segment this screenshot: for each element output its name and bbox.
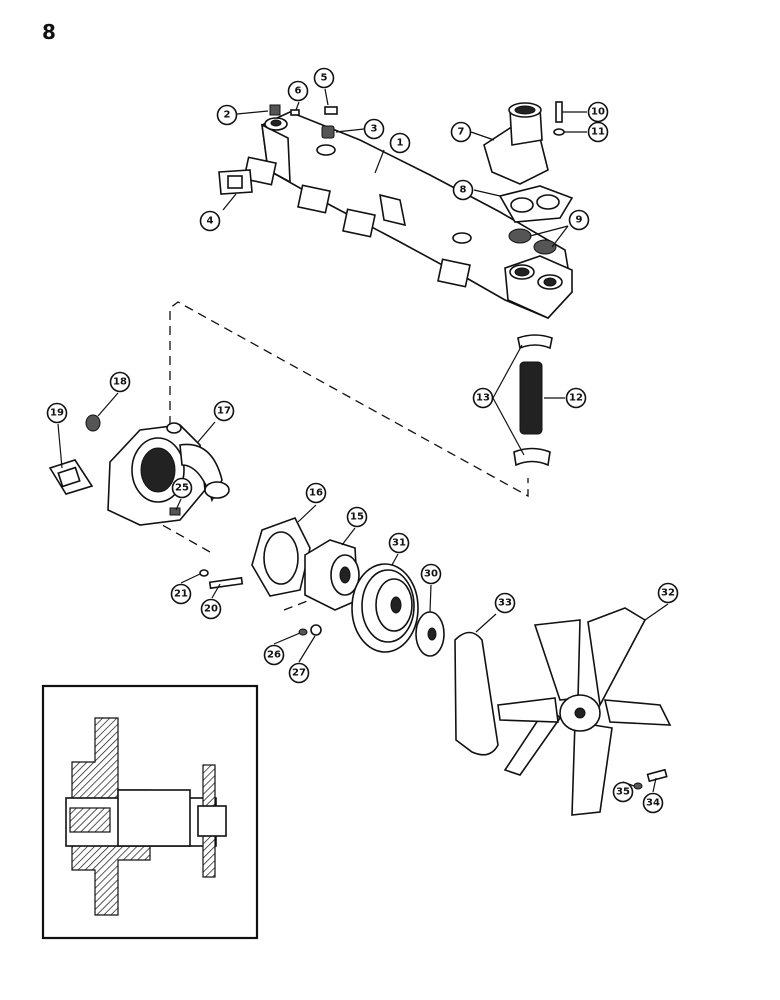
bolt-part-34: [646, 768, 668, 783]
svg-text:17: 17: [217, 406, 231, 417]
hub-part-30: [415, 611, 445, 657]
callout-15: 15: [346, 506, 368, 528]
bolt-part-10: [555, 101, 563, 123]
screw-part-5: [324, 106, 338, 115]
callout-7: 7: [450, 121, 472, 143]
alignment-line-nut: [283, 599, 311, 611]
callout-16: 16: [305, 482, 327, 504]
washer-part-26: [298, 628, 308, 636]
svg-text:1: 1: [397, 138, 404, 149]
svg-text:6: 6: [295, 86, 302, 97]
hose-clamp-part-13-lower: [513, 447, 551, 467]
callout-34: 34: [642, 792, 664, 814]
callout-group: 1 2 3 4 5 6 7 8 9 10 11 12 13 15 16 17 1…: [46, 67, 679, 814]
nut-part-27: [310, 624, 322, 636]
callout-13: 13: [472, 387, 494, 409]
svg-text:32: 32: [661, 588, 675, 599]
callout-35: 35: [612, 781, 634, 803]
svg-text:4: 4: [207, 216, 214, 227]
svg-text:20: 20: [204, 604, 218, 615]
bypass-hose-assembly: [513, 334, 553, 467]
alignment-line-upper: [169, 301, 529, 498]
svg-text:35: 35: [616, 787, 630, 798]
svg-text:27: 27: [292, 668, 306, 679]
water-manifold: [243, 111, 573, 319]
svg-text:34: 34: [646, 798, 660, 809]
callout-30: 30: [420, 563, 442, 585]
washer-part-35: [633, 782, 643, 790]
svg-text:30: 30: [424, 569, 438, 580]
hose-part-12: [519, 361, 543, 435]
washer-part-11: [553, 128, 565, 136]
svg-text:25: 25: [175, 483, 189, 494]
water-pump-housing-part-17: [48, 414, 230, 526]
callout-2: 2: [216, 104, 238, 126]
svg-text:33: 33: [498, 598, 512, 609]
thermostat-part-9b: [533, 239, 557, 255]
belt-part-33: [454, 631, 499, 756]
callout-9: 9: [568, 209, 590, 231]
plug-part-2: [269, 104, 281, 116]
svg-text:18: 18: [113, 377, 127, 388]
svg-text:8: 8: [460, 185, 467, 196]
callout-33: 33: [494, 592, 516, 614]
callout-18: 18: [109, 371, 131, 393]
thermostat-gasket-part-8: [498, 185, 574, 223]
callout-21: 21: [170, 583, 192, 605]
svg-text:19: 19: [50, 408, 64, 419]
svg-text:31: 31: [392, 538, 406, 549]
pulley-part-31: [351, 563, 419, 653]
callout-12: 12: [565, 387, 587, 409]
svg-text:7: 7: [458, 127, 465, 138]
plug-part-18: [85, 414, 101, 432]
svg-text:3: 3: [371, 124, 378, 135]
fan-part-32: [497, 607, 672, 816]
callout-25: 25: [171, 477, 193, 499]
svg-text:5: 5: [321, 73, 328, 84]
svg-text:2: 2: [224, 110, 231, 121]
svg-text:11: 11: [591, 127, 605, 138]
svg-text:15: 15: [350, 512, 364, 523]
washer-part-21: [199, 569, 209, 577]
callout-31: 31: [388, 532, 410, 554]
callout-11: 11: [587, 121, 609, 143]
callout-8: 8: [452, 179, 474, 201]
callout-10: 10: [587, 101, 609, 123]
svg-text:9: 9: [576, 215, 583, 226]
callout-20: 20: [200, 598, 222, 620]
callout-19: 19: [46, 402, 68, 424]
callout-27: 27: [288, 662, 310, 684]
thermostat-housing-assembly: [483, 101, 574, 255]
svg-text:16: 16: [309, 488, 323, 499]
hose-clamp-part-13-upper: [517, 334, 553, 350]
svg-text:13: 13: [476, 393, 490, 404]
pump-cross-section-inset: [41, 684, 259, 940]
callout-5: 5: [313, 67, 335, 89]
callout-17: 17: [213, 400, 235, 422]
stud-part-25: [169, 507, 181, 516]
plug-part-3: [321, 125, 335, 139]
svg-text:21: 21: [174, 589, 188, 600]
alignment-line-pump: [149, 517, 211, 553]
pump-gasket-part-16: [251, 517, 311, 597]
callout-4: 4: [199, 210, 221, 232]
water-pump-part-15: [298, 539, 360, 636]
svg-text:10: 10: [591, 107, 605, 118]
svg-text:26: 26: [267, 650, 281, 661]
manifold-small-parts: [218, 104, 338, 195]
svg-text:12: 12: [569, 393, 583, 404]
washer-part-6: [290, 109, 300, 116]
callout-26: 26: [263, 644, 285, 666]
callout-1: 1: [389, 132, 411, 154]
page-number: 8: [42, 20, 56, 44]
callout-32: 32: [657, 582, 679, 604]
bolt-part-20: [208, 576, 244, 590]
callout-6: 6: [287, 80, 309, 102]
callout-3: 3: [363, 118, 385, 140]
thermostat-part-9a: [508, 228, 532, 244]
